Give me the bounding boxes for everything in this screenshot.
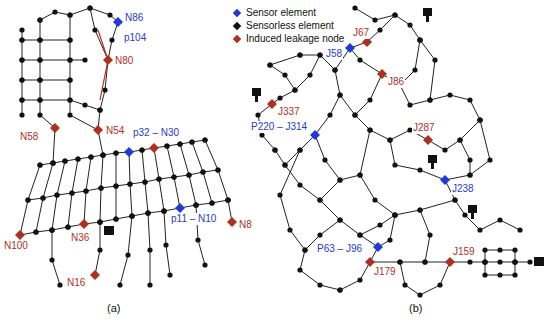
- node-label: p11 – N10: [170, 213, 217, 225]
- legend-swatch: [233, 35, 241, 43]
- legend-row: Sensor element: [232, 6, 344, 19]
- node-label: J58: [325, 48, 343, 60]
- node-label: N100: [3, 240, 29, 252]
- node-label: N80: [114, 55, 134, 67]
- node-label: J287: [412, 122, 436, 134]
- node-label: N54: [105, 125, 125, 137]
- node-label: N58: [19, 131, 39, 143]
- legend-swatch: [233, 22, 241, 30]
- node-label: N86: [124, 12, 144, 24]
- legend-row: Induced leakage node: [232, 32, 344, 45]
- node-label: J337: [277, 106, 301, 118]
- legend-row: Sensorless element: [232, 19, 344, 32]
- node-label: p104: [123, 32, 147, 44]
- node-label: J238: [451, 183, 475, 195]
- legend-text: Sensor element: [246, 7, 316, 18]
- node-label: P220 – J314: [250, 121, 308, 133]
- node-label: J86: [387, 76, 405, 88]
- legend-text: Sensorless element: [246, 20, 334, 31]
- node-label: N36: [70, 232, 90, 244]
- legend: Sensor elementSensorless elementInduced …: [232, 6, 344, 45]
- legend-swatch: [233, 9, 241, 17]
- legend-text: Induced leakage node: [246, 33, 344, 44]
- node-label: N8: [238, 219, 253, 231]
- node-label: p32 – N30: [132, 127, 180, 139]
- panel-caption: (b): [408, 302, 423, 314]
- node-label: J159: [452, 246, 476, 258]
- node-label: J179: [373, 266, 397, 278]
- panel-caption: (a): [106, 302, 121, 314]
- node-label: J67: [352, 27, 370, 39]
- node-label: P63 – J96: [316, 243, 363, 255]
- node-label: N16: [66, 277, 86, 289]
